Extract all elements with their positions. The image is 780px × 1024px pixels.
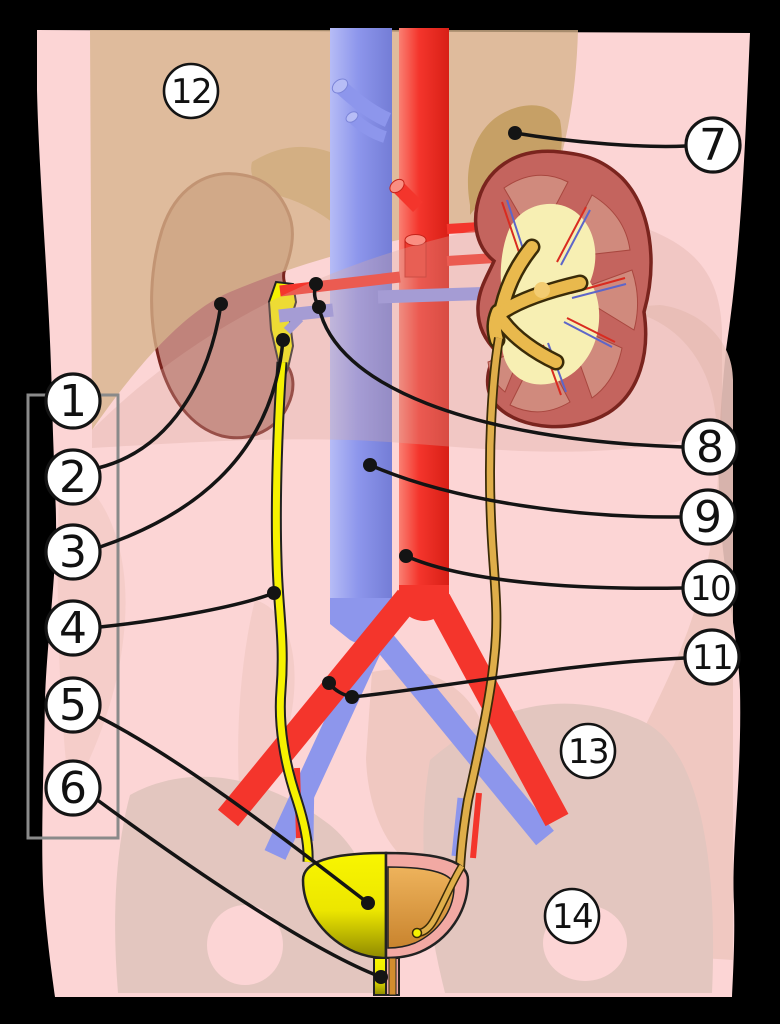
leader-line-5 [96,714,370,905]
callout-3: 3 [44,523,102,581]
bladder-interior [387,866,455,949]
leader-line-8 [312,283,684,449]
svg-text:2: 2 [59,452,87,503]
right-kidney-section [473,149,653,429]
leader-line-4 [99,591,275,629]
callout-6: 6 [44,759,102,817]
left-renal-pelvis [267,280,298,384]
svg-text:3: 3 [59,527,87,578]
abdominal-aorta [217,28,569,827]
leader-lines [94,126,687,984]
svg-text:7: 7 [699,120,727,171]
leader-line-7 [514,131,687,149]
callout-4: 4 [44,599,102,657]
svg-text:14: 14 [552,897,592,937]
callout-10: 10 [681,559,739,617]
bladder-shape [301,851,470,960]
callout-14: 14 [543,887,601,945]
svg-text:4: 4 [59,603,87,654]
svg-text:5: 5 [59,680,87,731]
leader-line-3 [99,339,285,549]
right-ureter [455,337,504,869]
svg-text:9: 9 [694,492,722,543]
inferior-vena-cava [264,28,554,860]
svg-text:13: 13 [568,732,608,772]
renal-pelvis-tree [486,238,589,371]
callout-12: 12 [162,62,220,120]
callout-1: 1 [44,372,102,430]
svg-text:12: 12 [171,72,211,112]
leader-dots [214,126,522,984]
svg-text:8: 8 [696,422,724,473]
left-common-iliac-artery [217,589,419,827]
svg-text:10: 10 [690,569,730,609]
callout-5: 5 [44,676,102,734]
leader-line-6 [94,797,382,979]
callout-7: 7 [684,116,742,174]
leader-line-2 [97,303,223,470]
callout-2: 2 [44,448,102,506]
left-ureter [270,361,314,863]
bladder-left-half [301,851,388,960]
ureteral-orifice [411,927,423,939]
callout-8: 8 [681,418,739,476]
right-renal-vein [377,286,499,304]
callout-13: 13 [559,722,617,780]
left-renal-artery [279,271,401,297]
svg-text:11: 11 [692,638,732,678]
callout-11: 11 [683,628,741,686]
callouts: 1 2 3 4 5 6 7 8 [44,62,742,945]
leader-line-10 [405,554,684,591]
right-common-iliac-artery [426,593,569,827]
svg-text:1: 1 [59,376,87,427]
svg-text:6: 6 [59,763,87,814]
leader-line-9 [369,463,682,519]
callout-9: 9 [679,488,737,546]
leader-line-11 [327,656,686,699]
